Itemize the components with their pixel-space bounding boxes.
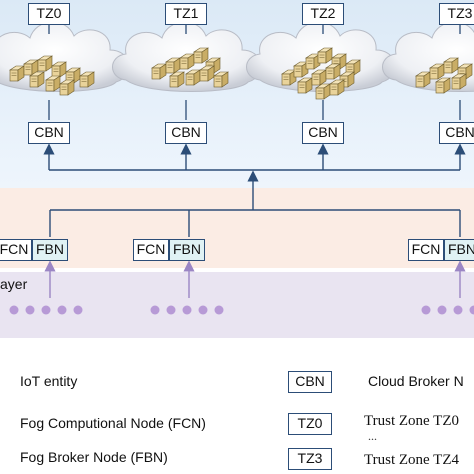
- iot-entity-group-2: [150, 305, 224, 315]
- fcn-box-2: FCN: [133, 239, 169, 261]
- legend-tz3: Trust Zone TZ4: [364, 452, 460, 468]
- legend-fcn: Fog Computional Node (FCN): [20, 415, 206, 431]
- fog-layer-band: [0, 188, 474, 268]
- cbn-box-tz2: CBN: [302, 122, 344, 144]
- fbn-box-3: FBN: [444, 239, 474, 261]
- legend-tz3-symbol: TZ3: [288, 448, 332, 470]
- tz2-box: TZ2: [302, 3, 344, 25]
- cbn-box-tz0: CBN: [28, 122, 70, 144]
- legend-tz0-symbol: TZ0: [288, 413, 332, 435]
- cbn-bus: [43, 143, 466, 210]
- legend-tz0: Trust Zone TZ0: [364, 413, 460, 429]
- legend-cbn-symbol: CBN: [288, 371, 332, 393]
- legend-cbn: Cloud Broker N: [368, 373, 464, 389]
- fcn-box-1: FCN: [0, 239, 32, 261]
- fcn-box-3: FCN: [408, 239, 444, 261]
- iot-layer-band: [0, 272, 474, 338]
- fbn-bus: [49, 209, 461, 237]
- iot-entity-group-1: [9, 305, 83, 315]
- fbn-box-2: FBN: [169, 239, 205, 261]
- legend-fbn: Fog Broker Node (FBN): [20, 449, 168, 465]
- tz0-box: TZ0: [28, 3, 70, 25]
- legend-iot-entity: IoT entity: [20, 373, 78, 389]
- iot-layer-label: ayer: [0, 276, 28, 292]
- tz3-box: TZ3: [439, 3, 474, 25]
- iot-arrows: [44, 260, 466, 298]
- tz-connectors: [48, 24, 461, 34]
- tz1-box: TZ1: [165, 3, 207, 25]
- cbn-box-tz3: CBN: [439, 122, 474, 144]
- cloud-layer-band: [0, 0, 474, 188]
- fbn-box-1: FBN: [32, 239, 68, 261]
- cloud-cbn-connectors: [48, 100, 461, 120]
- cbn-box-tz1: CBN: [165, 122, 207, 144]
- legend-ellipsis: ...: [368, 429, 377, 443]
- iot-entity-group-3: [421, 305, 474, 315]
